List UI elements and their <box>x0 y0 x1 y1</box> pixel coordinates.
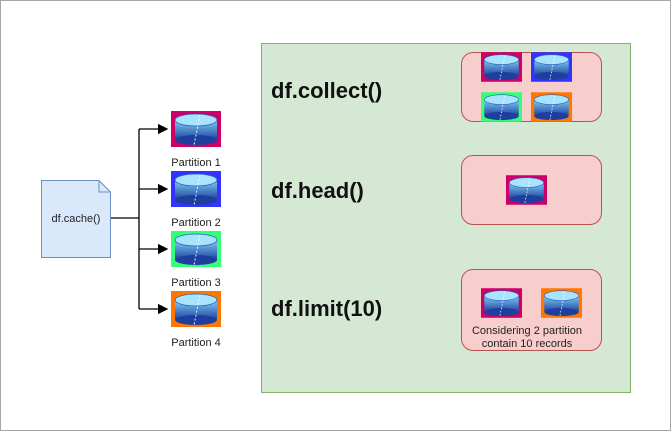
result-partition-icon <box>541 288 582 318</box>
partition-2-label: Partition 2 <box>171 217 221 229</box>
partition-1-icon <box>171 111 221 147</box>
result-partition-icon <box>481 288 522 318</box>
result-partition-icon <box>506 175 547 205</box>
partition-2-icon <box>171 171 221 207</box>
partition-1-label: Partition 1 <box>171 157 221 169</box>
result-partition-icon <box>481 52 522 82</box>
partition-4-icon <box>171 291 221 327</box>
cache-node-label: df.cache() <box>51 213 101 225</box>
action-limit-label: df.limit(10) <box>271 296 383 321</box>
partition-4-label: Partition 4 <box>171 337 221 349</box>
action-collect-label: df.collect() <box>271 78 383 103</box>
action-head-label: df.head() <box>271 178 364 203</box>
result-partition-icon <box>481 92 522 122</box>
result-partition-icon <box>531 52 572 82</box>
partition-3-icon <box>171 231 221 267</box>
partition-3-label: Partition 3 <box>171 277 221 289</box>
limit-note: Considering 2 partition contain 10 recor… <box>471 325 583 350</box>
result-partition-icon <box>531 92 572 122</box>
document-icon <box>41 180 111 258</box>
